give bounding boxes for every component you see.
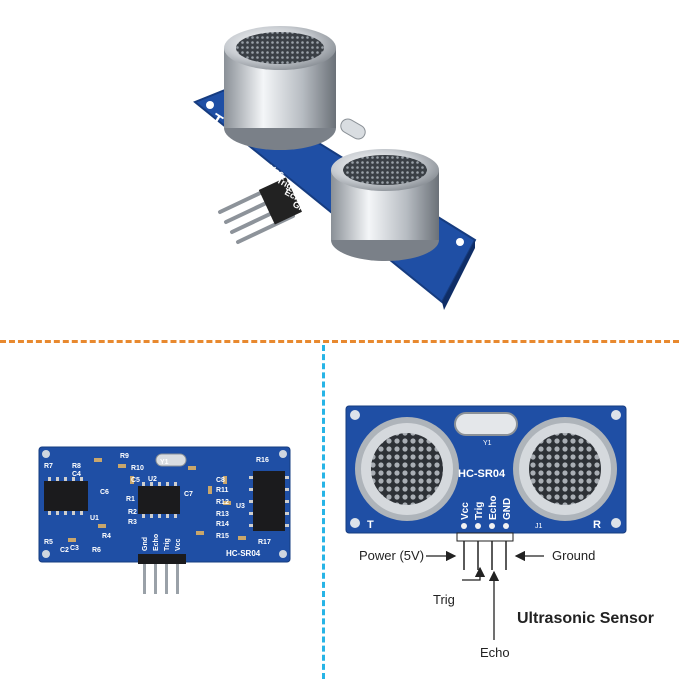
top-module-photo: T R Vcc Trig Echo Gnd <box>180 10 480 310</box>
vertical-divider <box>322 345 325 679</box>
pin-label: Trig <box>164 538 171 551</box>
component-label: R10 <box>131 465 144 472</box>
ground-label: Ground <box>552 548 596 563</box>
component-label: R5 <box>44 539 53 546</box>
component-label: C5 <box>131 477 140 484</box>
component-label: R17 <box>258 539 271 546</box>
chip-u2 <box>138 486 180 514</box>
diagram-title: Ultrasonic Sensor <box>517 610 654 627</box>
component-label: C7 <box>184 491 193 498</box>
component-label: R15 <box>216 533 229 540</box>
side-t-label: T <box>367 519 374 531</box>
component-label: R2 <box>128 509 137 516</box>
transmitter-can <box>355 417 459 521</box>
component-label: U2 <box>148 476 157 483</box>
component-label: Y1 <box>160 459 169 466</box>
pin-label: Trig <box>474 502 485 520</box>
pin-label: Vcc <box>175 538 182 551</box>
side-r-label: R <box>593 519 601 531</box>
component-label: R14 <box>216 521 229 528</box>
model-label: HC-SR04 <box>226 549 261 558</box>
pin-label: Echo <box>153 534 160 551</box>
model-label: HC-SR04 <box>458 468 506 480</box>
pin-header <box>456 532 514 542</box>
crystal-label: Y1 <box>483 440 492 447</box>
component-label: R11 <box>216 487 229 494</box>
component-label: R9 <box>120 453 129 460</box>
receiver-can <box>331 149 439 261</box>
component-label: R7 <box>44 463 53 470</box>
power-label: Power (5V) <box>359 548 425 563</box>
component-label: R8 <box>72 463 81 470</box>
component-label: R16 <box>256 457 269 464</box>
trig-label: Trig <box>433 592 455 607</box>
chip-u3 <box>253 471 285 531</box>
crystal <box>454 412 518 436</box>
pin-label: GND <box>502 498 513 520</box>
side-r-label: R <box>338 266 360 290</box>
pin-label: Echo <box>488 496 499 520</box>
transmitter-can <box>224 26 336 150</box>
connector-label: J1 <box>535 523 543 530</box>
component-label: U1 <box>90 515 99 522</box>
component-label: R6 <box>92 547 101 554</box>
receiver-can <box>513 417 617 521</box>
component-label: C4 <box>72 471 81 478</box>
component-label: C6 <box>100 489 109 496</box>
component-label: C8 <box>216 477 225 484</box>
callout-lines <box>426 550 544 640</box>
pin-label: Gnd <box>142 537 149 551</box>
pin-label: Vcc <box>460 502 471 520</box>
component-label: C3 <box>70 545 79 552</box>
back-board-photo: R7 R8 C4 R10 C5 R9 Y1 U2 R16 R1 C6 U1 R2… <box>38 446 293 596</box>
component-label: U3 <box>236 503 245 510</box>
component-label: R13 <box>216 511 229 518</box>
component-label: R12 <box>216 499 229 506</box>
component-label: R4 <box>102 533 111 540</box>
horizontal-divider <box>0 340 679 343</box>
echo-label: Echo <box>480 645 510 660</box>
component-label: R3 <box>128 519 137 526</box>
component-label: R1 <box>126 496 135 503</box>
front-board-diagram: Y1 HC-SR04 T R J1 Vcc Trig Echo GND <box>345 405 635 575</box>
pin-header <box>138 554 186 564</box>
chip-u1 <box>44 481 88 511</box>
component-label: C2 <box>60 547 69 554</box>
